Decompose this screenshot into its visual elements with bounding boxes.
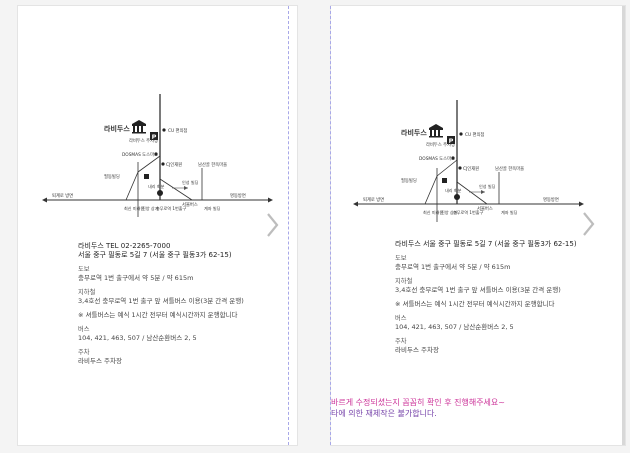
notice-line-1: 바르게 수정되셨는지 꼼꼼히 확인 후 진행해주세요~ <box>331 398 505 407</box>
naegang-label: 내리 화분 <box>445 187 462 193</box>
cu-label: CU 편의점 <box>168 127 187 134</box>
page-edge <box>622 6 625 445</box>
svg-text:P: P <box>152 133 157 141</box>
parking-icon: P <box>150 132 158 141</box>
road-arrow-left <box>353 201 358 207</box>
cu-marker <box>162 128 166 132</box>
bus-heading: 버스 <box>395 315 407 322</box>
right-page: P 라비두스 라비두스 주차장 CU 편의점 DOSMAS 도스마스 CJ인재원… <box>330 5 626 446</box>
address-line: 라비두스 서울 중구 필동로 5길 7 (서울 중구 필동3가 62-15) <box>395 240 577 248</box>
building-icon <box>429 124 443 138</box>
seoulbus-label: 서울버스 <box>182 201 198 208</box>
bus-route-arrow <box>184 186 188 190</box>
parking-heading: 주차 <box>395 338 407 345</box>
subway-station-icon <box>157 190 163 196</box>
cu-marker <box>459 132 463 136</box>
walk-text: 충무로역 1번 출구에서 약 5분 / 약 615m <box>78 274 194 282</box>
contact-line: 라비두스 TEL 02-2265-7000 <box>78 242 171 250</box>
building-icon <box>132 120 146 134</box>
choi-label: 최신 미래원 <box>423 209 443 215</box>
bus-heading: 버스 <box>78 326 90 333</box>
page-margin-guide <box>288 6 289 445</box>
walk-heading: 도보 <box>78 266 90 273</box>
namsan-label: 남산골 한옥마을 <box>495 165 524 172</box>
subway-heading: 지하철 <box>78 289 96 296</box>
inseong-label: 인성 빌딩 <box>479 183 496 189</box>
parking-text: 라비두스 주차장 <box>78 357 122 365</box>
inseong-label: 인성 빌딩 <box>182 179 199 185</box>
cj-label: CJ인재원 <box>166 161 182 168</box>
choi-label: 최신 미래원 <box>124 205 144 211</box>
left-page: P 라비두스 라비두스 주차장 CU 편의점 DOSMAS 도스마스 CJ인재원… <box>17 5 298 446</box>
notice-line-2: 타에 의한 재제작은 불가합니다. <box>331 409 437 418</box>
directions-info: 라비두스 TEL 02-2265-7000 서울 중구 필동로 5길 7 (서울… <box>78 242 288 366</box>
diag-street <box>436 159 458 177</box>
svg-text:P: P <box>449 137 454 145</box>
parking-heading: 주차 <box>78 349 90 356</box>
walk-heading: 도보 <box>395 255 407 262</box>
subway-text: 3,4호선 충무로역 1번 출구 앞 셔틀버스 이용(3분 간격 운행) <box>78 297 244 305</box>
bus-route-arrow <box>481 190 485 194</box>
diag-street-3 <box>159 178 193 201</box>
store-dot <box>442 178 447 183</box>
jinyang-label: 진양 상가 <box>142 205 159 211</box>
pildong-label: 필동빌딩 <box>104 173 120 180</box>
subway-text: 3,4호선 충무로역 1번 출구 앞 셔틀버스 이용(3분 간격 운행) <box>395 286 561 294</box>
shuttle-note: ※ 셔틀버스는 예식 1시간 전부터 예식시간까지 운행합니다 <box>78 311 238 319</box>
namsan-label: 남산골 한옥마을 <box>198 161 227 168</box>
chevron-right-icon[interactable] <box>266 212 280 238</box>
shuttle-note: ※ 셔틀버스는 예식 1시간 전부터 예식시간까지 운행합니다 <box>395 300 555 308</box>
naegang-label: 내리 화분 <box>148 183 165 189</box>
dosmas-marker <box>154 152 158 156</box>
cj-marker <box>458 166 462 170</box>
diag-street-3 <box>456 181 488 205</box>
directions-info-revised: 라비두스 서울 중구 필동로 5길 7 (서울 중구 필동3가 62-15) 도… <box>395 240 617 355</box>
seoulbus-label: 서울버스 <box>477 205 493 212</box>
store-dot <box>144 174 149 179</box>
road-arrow-right <box>579 201 584 207</box>
diag-street <box>137 155 161 173</box>
road-arrow-left <box>42 197 47 203</box>
subway-heading: 지하철 <box>395 278 413 285</box>
diag-street-2 <box>125 171 139 201</box>
chungmuro-label: 충무로역 1번출구 <box>453 209 484 215</box>
bus-text: 104, 421, 463, 507 / 남산순환버스 2, 5 <box>78 334 197 342</box>
east-direction-label: 명동방면 <box>230 192 246 199</box>
subway-station-icon <box>454 194 460 200</box>
gisan-label: 계좌 빌딩 <box>204 205 221 211</box>
road-arrow-right <box>268 197 273 203</box>
parking-label: 라비두스 주차장 <box>129 137 158 144</box>
proof-notice: 바르게 수정되셨는지 꼼꼼히 확인 후 진행해주세요~ 타에 의한 재제작은 불… <box>331 397 505 419</box>
location-map-revised: P 라비두스 라비두스 주차장 CU 편의점 DOSMAS 도스마스 CJ인재원… <box>353 100 584 222</box>
location-map: P 라비두스 라비두스 주차장 CU 편의점 DOSMAS 도스마스 CJ인재원… <box>42 94 273 217</box>
bus-text: 104, 421, 463, 507 / 남산순환버스 2, 5 <box>395 323 514 331</box>
cu-label: CU 편의점 <box>465 131 484 138</box>
chevron-right-icon[interactable] <box>582 211 596 237</box>
cj-label: CJ인재원 <box>463 165 479 172</box>
store-name-label: 라비두스 <box>401 128 427 137</box>
gisan-label: 계좌 빌딩 <box>501 209 518 215</box>
cj-marker <box>161 162 165 166</box>
parking-label: 라비두스 주차장 <box>426 141 455 148</box>
east-direction-label: 명동방면 <box>543 196 559 203</box>
chungmuro-label: 충무로역 1번출구 <box>156 205 187 211</box>
dosmas-marker <box>451 156 455 160</box>
walk-text: 충무로역 1번 출구에서 약 5분 / 약 615m <box>395 263 511 271</box>
address-line: 서울 중구 필동로 5길 7 (서울 중구 필동3가 62-15) <box>78 251 232 259</box>
diag-street-2 <box>424 175 438 205</box>
dosmas-label: DOSMAS 도스마스 <box>419 155 455 162</box>
store-name-label: 라비두스 <box>104 124 130 133</box>
page-margin-guide <box>330 6 331 445</box>
pildong-label: 필동빌딩 <box>401 177 417 184</box>
parking-icon: P <box>447 136 455 145</box>
jinyang-label: 진양 상가 <box>441 209 458 215</box>
west-direction-label: 퇴계로 방면 <box>363 196 384 203</box>
dosmas-label: DOSMAS 도스마스 <box>122 151 158 158</box>
west-direction-label: 퇴계로 방면 <box>52 192 73 199</box>
parking-text: 라비두스 주차장 <box>395 346 439 354</box>
